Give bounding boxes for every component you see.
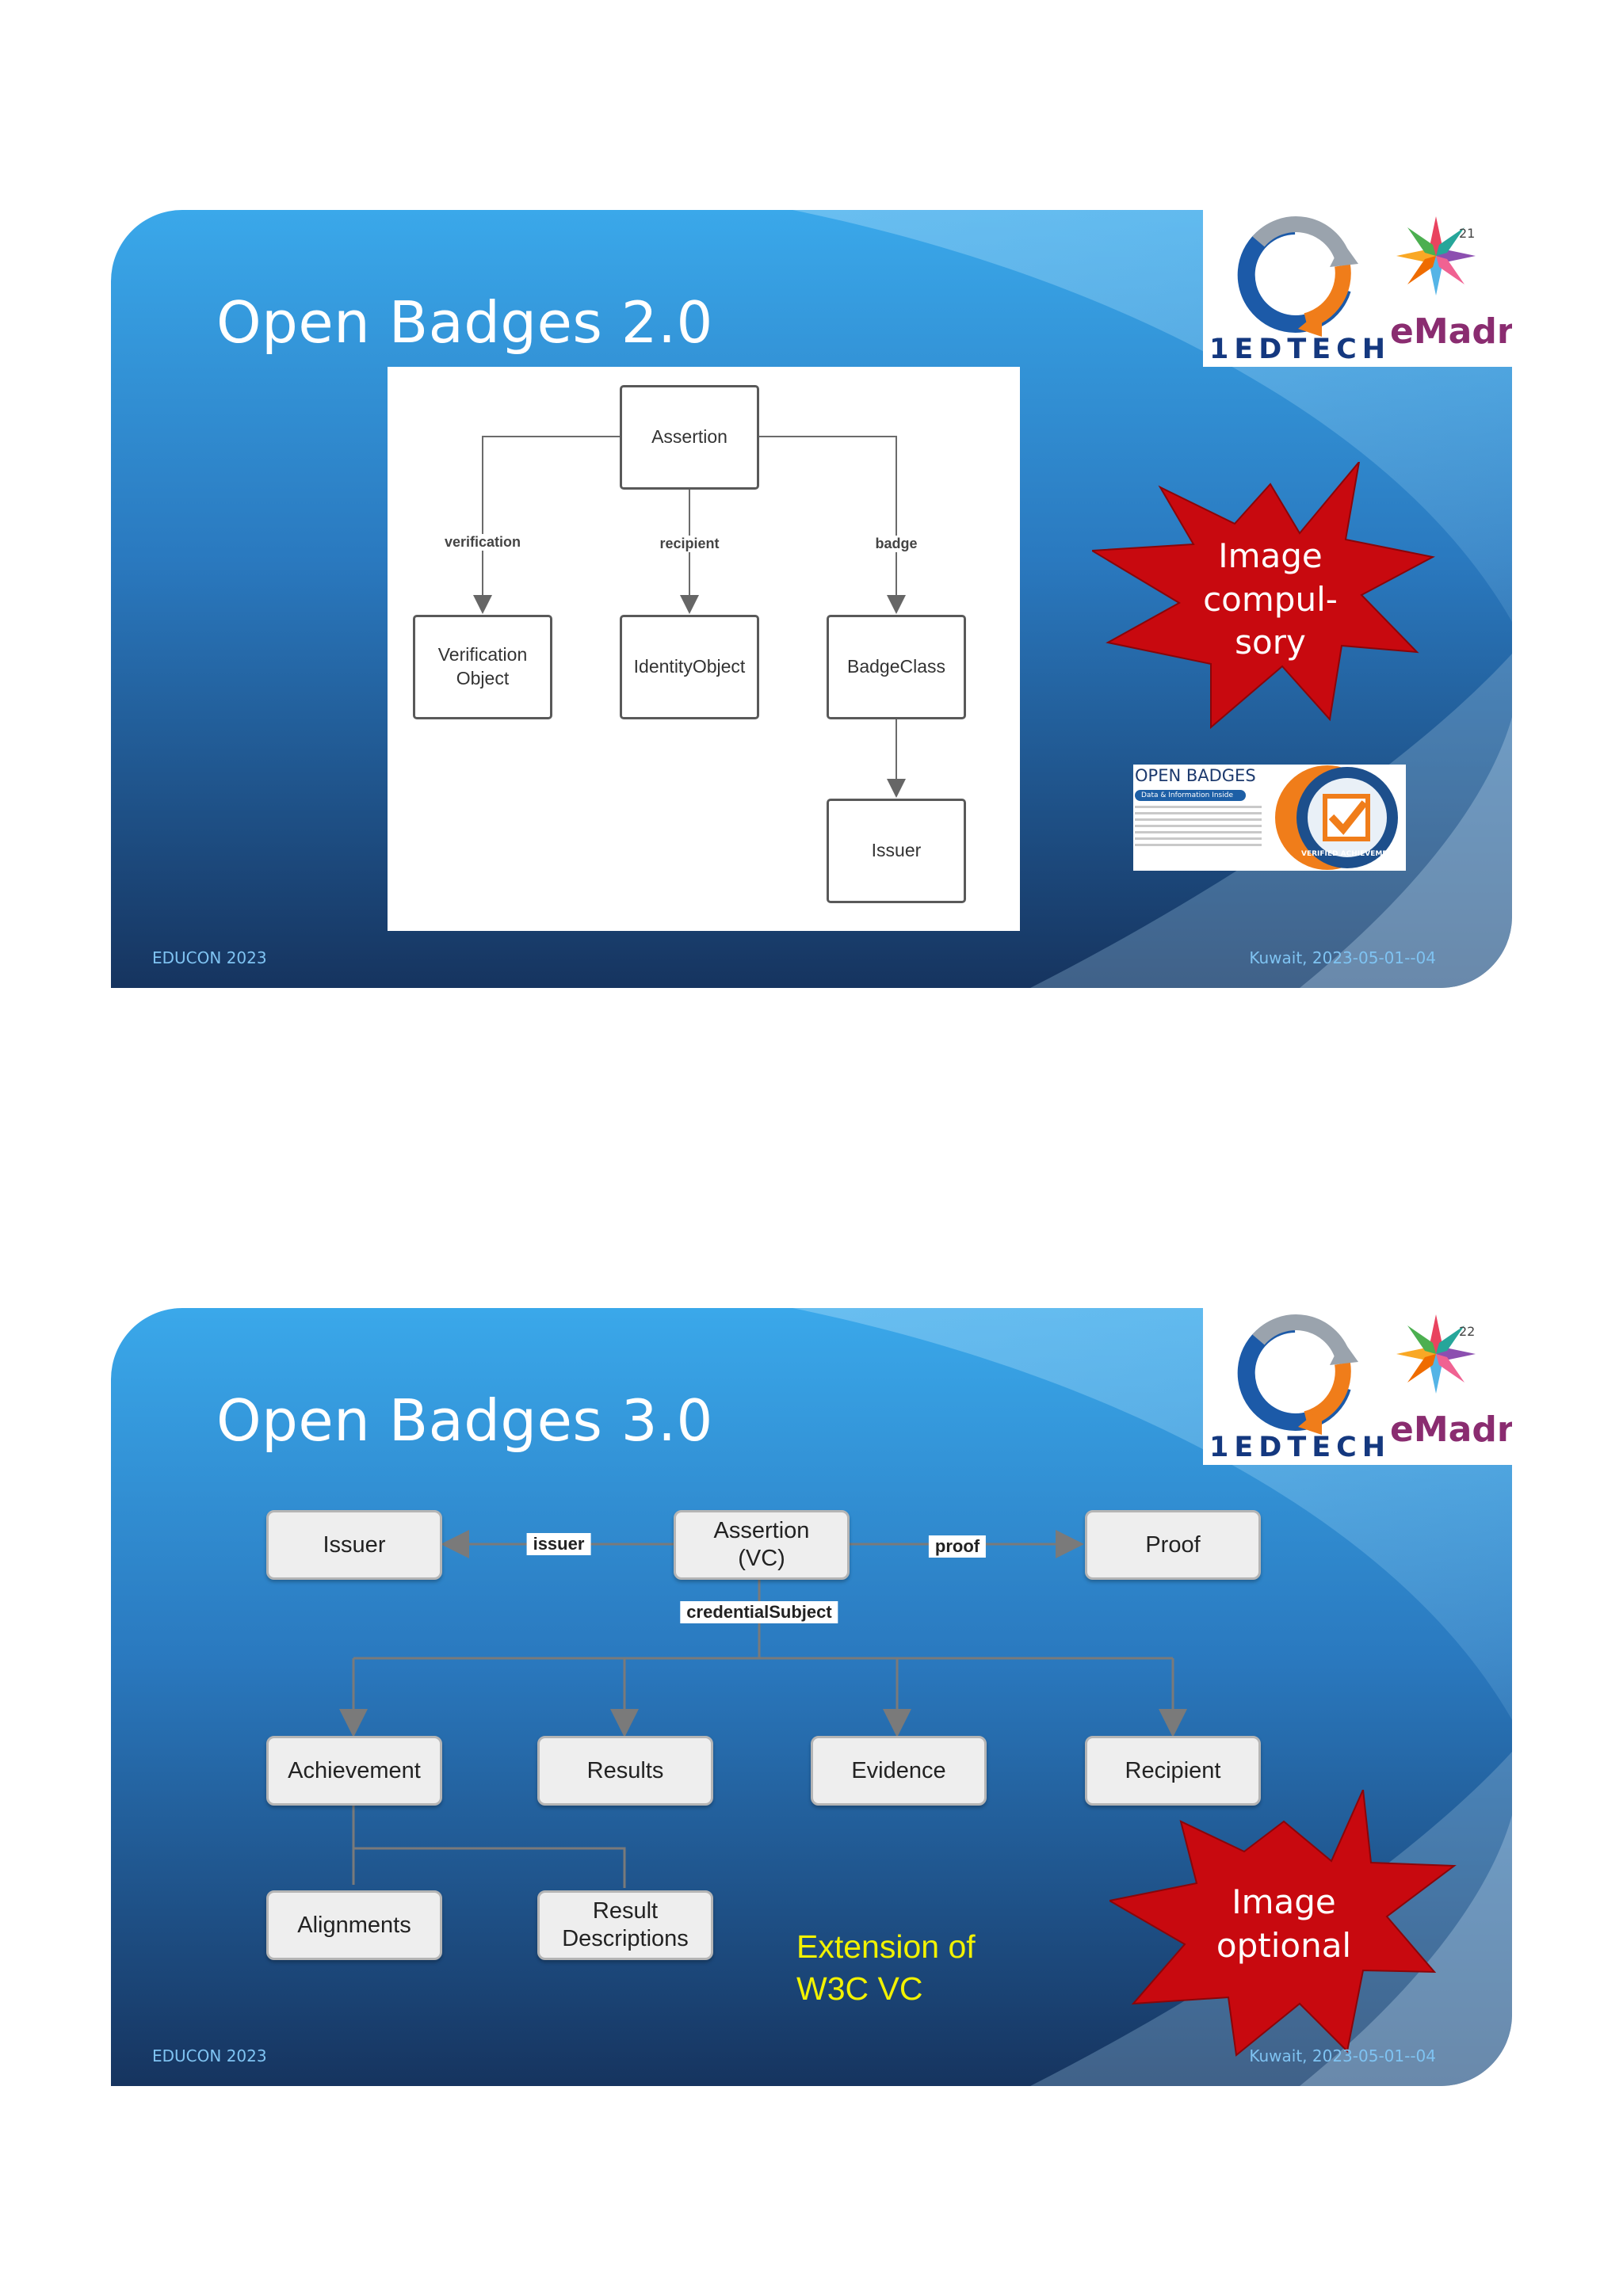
emadrid-star-icon: [1396, 1314, 1476, 1394]
emadrid-logo: 22 eMadrid: [1387, 1308, 1512, 1465]
image-optional-burst: Image optional: [1109, 1790, 1458, 2059]
verified-achievement-text: VERIFIED ACHIEVEMENT: [1301, 850, 1399, 858]
1edtech-logo: 1EDTECH: [1203, 210, 1387, 367]
issuer-relation-label: issuer: [526, 1533, 591, 1555]
footer-conference: EDUCON 2023: [152, 2046, 267, 2065]
ob3-alignments-box: Alignments: [266, 1890, 442, 1960]
image-optional-text: Image optional: [1216, 1882, 1352, 1965]
slide-title: Open Badges 3.0: [216, 1387, 713, 1454]
badge-label: badge: [872, 536, 921, 552]
emadrid-logo: 21 eMadrid: [1387, 210, 1512, 367]
ob3-proof-box: Proof: [1085, 1510, 1261, 1580]
page-number: 22: [1459, 1324, 1476, 1339]
badgeclass-box: BadgeClass: [827, 615, 966, 719]
image-compulsory-burst: Image compul- sory: [1092, 462, 1449, 731]
footer-conference: EDUCON 2023: [152, 948, 267, 967]
open-badges-image-subtitle: Data & Information Inside: [1135, 790, 1246, 801]
starburst-shape: [1109, 1790, 1457, 2057]
extension-w3c-text: Extension of W3C VC: [796, 1928, 976, 2008]
logo-group: 1EDTECH 21 eMadrid: [1203, 210, 1512, 367]
1edtech-wordmark: 1EDTECH: [1209, 334, 1392, 365]
issuer-box: Issuer: [827, 799, 966, 903]
1edtech-logo: 1EDTECH: [1203, 1308, 1387, 1465]
image-compulsory-text: Image compul- sory: [1203, 536, 1338, 662]
emadrid-star-icon: [1396, 216, 1476, 296]
assertion-box: Assertion: [620, 385, 759, 490]
ob3-assertion-box: Assertion (VC): [674, 1510, 850, 1580]
logo-group: 1EDTECH 22 eMadrid: [1203, 1308, 1512, 1465]
footer-location-date: Kuwait, 2023-05-01--04: [1249, 948, 1436, 967]
footer-location-date: Kuwait, 2023-05-01--04: [1249, 2046, 1436, 2065]
verification-object-box: Verification Object: [413, 615, 552, 719]
verification-label: verification: [441, 534, 525, 551]
ob3-result-descriptions-box: Result Descriptions: [537, 1890, 713, 1960]
ob3-recipient-box: Recipient: [1085, 1736, 1261, 1806]
emadrid-wordmark: eMadrid: [1390, 1409, 1512, 1450]
open-badges-image-lines: [1135, 806, 1262, 850]
proof-relation-label: proof: [928, 1535, 987, 1558]
emadrid-wordmark: eMadrid: [1390, 311, 1512, 352]
slide-open-badges-2: Open Badges 2.0 1EDTECH: [111, 210, 1512, 988]
recipient-label: recipient: [656, 536, 723, 552]
page-number: 21: [1459, 226, 1476, 241]
slide-title: Open Badges 2.0: [216, 289, 713, 356]
slide-open-badges-3: Open Badges 3.0 1EDTECH: [111, 1308, 1512, 2086]
ob3-issuer-box: Issuer: [266, 1510, 442, 1580]
credential-subject-label: credentialSubject: [680, 1601, 838, 1623]
open-badges-image-title: OPEN BADGES: [1135, 766, 1256, 785]
ob2-diagram: Assertion Verification Object IdentityOb…: [388, 367, 1020, 931]
ob2-connectors: [473, 436, 906, 798]
identity-object-box: IdentityObject: [620, 615, 759, 719]
1edtech-swirl-icon: [1237, 1314, 1358, 1435]
1edtech-swirl-icon: [1237, 216, 1358, 337]
ob3-achievement-box: Achievement: [266, 1736, 442, 1806]
open-badges-image: OPEN BADGES Data & Information Inside VE…: [1133, 765, 1406, 871]
ob3-evidence-box: Evidence: [811, 1736, 987, 1806]
verified-achievement-seal-icon: [1275, 765, 1398, 870]
1edtech-wordmark: 1EDTECH: [1209, 1432, 1392, 1463]
ob3-results-box: Results: [537, 1736, 713, 1806]
starburst-shape: [1092, 462, 1435, 730]
